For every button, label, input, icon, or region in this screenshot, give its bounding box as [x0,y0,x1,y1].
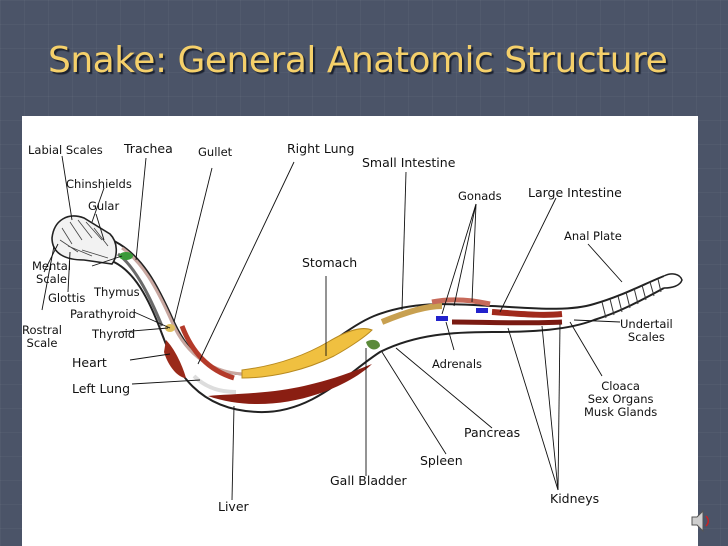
label-anal-plate: Anal Plate [564,229,622,243]
gonad-organ [431,297,491,307]
label-heart: Heart [72,355,107,370]
adrenal-organ-right [476,308,488,313]
label-mental-scale-line: Mental [32,259,72,273]
label-mental-scale-line2: Scale [36,272,67,286]
label-small-intestine: Small Intestine [362,155,456,170]
stomach-organ [241,328,373,379]
speaker-icon[interactable] [690,508,712,534]
label-gular: Gular [88,199,120,213]
label-adrenals: Adrenals [432,357,483,371]
label-cloaca-sex-organs-musk-glands: Cloaca Sex Organs Musk Glands [584,380,657,419]
snake-head [51,215,118,265]
label-parathyroid: Parathyroid [70,307,136,321]
label-mental-scale: Mental Scale [32,260,71,286]
snake-anatomy-diagram: Labial Scales Trachea Gullet Right Lung … [22,116,698,546]
label-sex-organs-line: Sex Organs [587,392,654,406]
label-kidneys: Kidneys [550,491,600,506]
label-rostral-scale-line2: Scale [26,336,58,350]
label-undertail-scales: Undertail Scales [620,318,673,344]
label-labial-scales: Labial Scales [28,143,103,157]
right-lung-organ [179,325,235,381]
gullet-organ [121,246,255,376]
snake-illustration [41,155,683,501]
kidney-organ [451,319,563,326]
label-large-intestine: Large Intestine [528,185,622,200]
label-right-lung: Right Lung [287,141,355,156]
liver-organ [208,364,372,405]
label-gullet: Gullet [198,145,233,159]
left-lung-organ [192,374,237,394]
label-thyroid: Thyroid [92,327,136,341]
label-pancreas: Pancreas [464,425,521,440]
slide-title: Snake: General Anatomic Structure [48,40,668,81]
label-undertail-scales-line: Undertail [620,317,673,331]
label-gall-bladder: Gall Bladder [330,473,407,488]
large-intestine-organ [491,309,563,318]
gall-bladder-organ [366,339,380,350]
label-trachea: Trachea [124,141,173,156]
label-glottis: Glottis [48,291,86,305]
label-liver: Liver [218,499,249,514]
label-gonads: Gonads [458,189,502,203]
small-intestine-organ [380,303,443,325]
head-scale-pattern [59,219,109,259]
label-rostral-scale-line: Rostral [22,323,62,337]
label-stomach: Stomach [302,255,358,270]
label-undertail-scales-line2: Scales [627,330,665,344]
snake-tail-tip [663,273,683,289]
label-cloaca-line: Cloaca [601,379,640,393]
heart-organ [164,340,186,378]
tail-scales [601,278,662,319]
snake-body-lower-edge [81,253,665,414]
label-thymus: Thymus [94,285,140,299]
label-chinshields: Chinshields [66,177,132,191]
leader-lines [41,155,623,501]
adrenal-organ [436,316,448,321]
label-musk-glands-line: Musk Glands [584,405,658,419]
label-left-lung: Left Lung [72,381,131,396]
label-spleen: Spleen [420,453,463,468]
label-rostral-scale: Rostral Scale [22,324,62,350]
thymus-organ [119,252,133,260]
